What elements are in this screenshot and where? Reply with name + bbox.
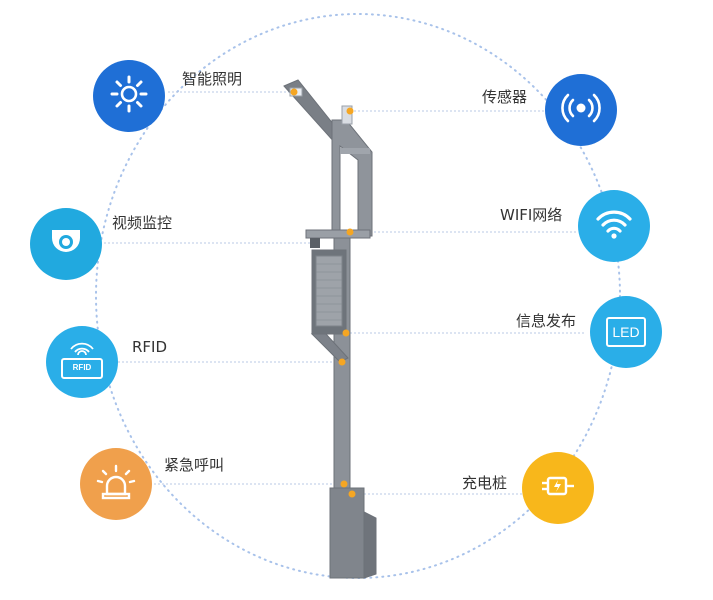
sensor-badge[interactable] bbox=[545, 74, 617, 146]
info-badge[interactable]: LED bbox=[590, 296, 662, 368]
attach-dots bbox=[290, 88, 356, 498]
alarm-light-icon bbox=[94, 460, 138, 508]
smart-pole bbox=[283, 79, 377, 579]
wifi-badge[interactable] bbox=[578, 190, 650, 262]
sensor-label: 传感器 bbox=[482, 88, 528, 106]
sun-icon bbox=[107, 72, 151, 120]
video-label: 视频监控 bbox=[112, 214, 173, 232]
rfid-label: RFID bbox=[132, 338, 168, 356]
lighting-label: 智能照明 bbox=[182, 70, 243, 88]
led-icon-text: LED bbox=[612, 324, 640, 340]
rfid-badge[interactable]: RFID bbox=[46, 326, 118, 398]
rfid-icon-text: RFID bbox=[72, 363, 92, 372]
rfid-card-icon: RFID bbox=[58, 342, 106, 382]
signal-broadcast-icon bbox=[559, 86, 603, 134]
charging-label: 充电桩 bbox=[462, 474, 508, 492]
info-label: 信息发布 bbox=[516, 312, 577, 330]
emergency-label: 紧急呼叫 bbox=[164, 456, 225, 474]
charging-badge[interactable] bbox=[522, 452, 594, 524]
emergency-badge[interactable] bbox=[80, 448, 152, 520]
video-badge[interactable] bbox=[30, 208, 102, 280]
led-screen-icon: LED bbox=[606, 317, 646, 347]
wifi-icon bbox=[592, 202, 636, 250]
camera-icon bbox=[44, 220, 88, 268]
lighting-badge[interactable] bbox=[93, 60, 165, 132]
charging-plug-icon bbox=[536, 464, 580, 512]
connector-lines bbox=[100, 91, 586, 495]
wifi-label: WIFI网络 bbox=[500, 206, 563, 224]
